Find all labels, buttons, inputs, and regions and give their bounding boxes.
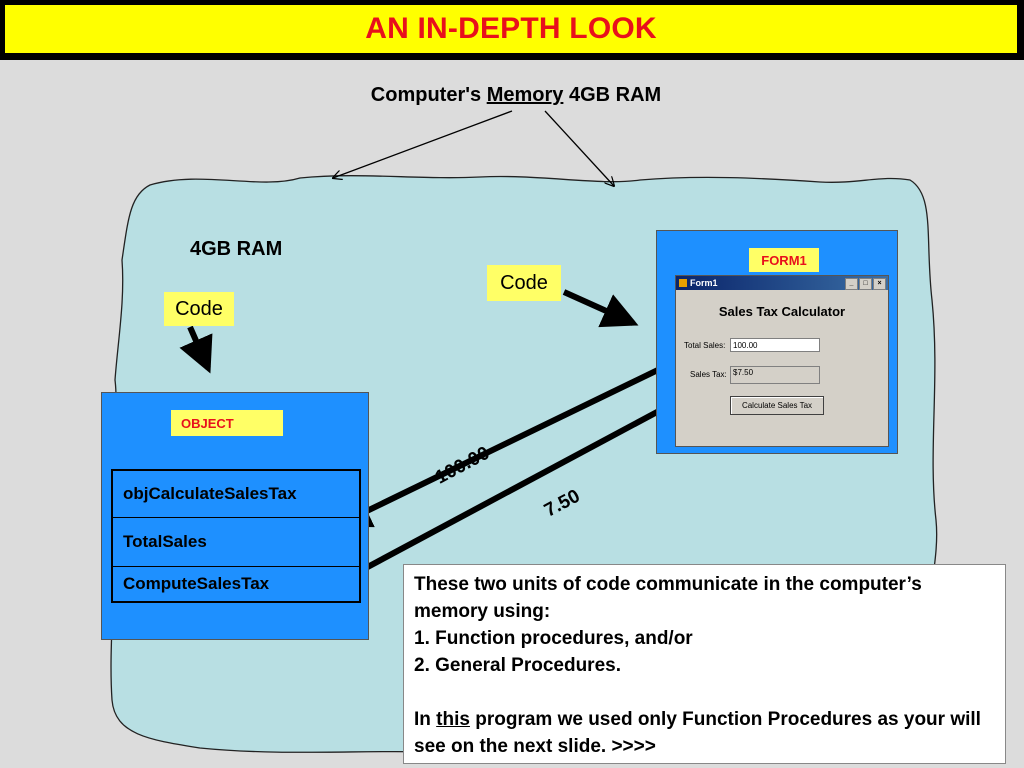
memory-heading: Computer's Memory 4GB RAM <box>0 84 1024 107</box>
maximize-icon[interactable]: □ <box>859 278 872 290</box>
code-arrow-right <box>562 289 639 328</box>
explanation-note: These two units of code communicate in t… <box>403 564 1006 764</box>
note-spacer <box>414 679 995 706</box>
form-window-titlebar: Form1 _ □ × <box>676 276 888 290</box>
memory-heading-underlined: Memory <box>486 84 564 106</box>
form-window: Form1 _ □ × Sales Tax Calculator Total S… <box>675 275 889 447</box>
memory-arrow-left <box>333 110 513 178</box>
ram-label: 4GB RAM <box>190 238 283 260</box>
total-sales-input[interactable]: 100.00 <box>730 338 820 352</box>
sales-tax-output: $7.50 <box>730 366 820 384</box>
memory-heading-prefix: Computer's <box>370 84 482 106</box>
memory-arrow-right <box>544 110 614 186</box>
slide-title: AN IN-DEPTH LOOK <box>365 12 657 45</box>
form-heading: Sales Tax Calculator <box>718 304 846 319</box>
note-line-4: In this program we used only Function Pr… <box>414 706 995 760</box>
calculate-sales-tax-button[interactable]: Calculate Sales Tax <box>730 396 824 415</box>
form-label: FORM1 <box>749 248 819 272</box>
object-row-computesalestax: ComputeSalesTax <box>123 574 270 593</box>
code-label-left: Code <box>164 292 234 326</box>
object-panel: OBJECT objCalculateSalesTax TotalSales C… <box>101 392 369 640</box>
form-app-icon <box>679 279 687 287</box>
note-line-4-suffix: program we used only Function Procedures… <box>414 709 981 757</box>
note-line-4-prefix: In <box>414 709 431 730</box>
object-label: OBJECT <box>171 410 283 436</box>
note-line-3: 2. General Procedures. <box>414 655 621 676</box>
close-icon[interactable]: × <box>873 278 886 290</box>
value-arrow-750 <box>332 386 706 588</box>
object-row-name: objCalculateSalesTax <box>113 471 359 518</box>
form-panel: FORM1 Form1 _ □ × Sales Tax Calculator T… <box>656 230 898 454</box>
note-line-4-underlined: this <box>436 709 470 730</box>
note-line-2: 1. Function procedures, and/or <box>414 628 693 649</box>
object-table: objCalculateSalesTax TotalSales ComputeS… <box>111 469 361 603</box>
object-row-totalsales: TotalSales <box>113 518 359 567</box>
note-line-1: These two units of code communicate in t… <box>414 574 922 622</box>
sales-tax-label: Sales Tax: <box>690 370 727 379</box>
note-line-4-tail: >>>> <box>611 736 656 757</box>
memory-heading-suffix: 4GB RAM <box>568 84 662 106</box>
minimize-icon[interactable]: _ <box>845 278 858 290</box>
code-label-right: Code <box>487 265 561 301</box>
title-banner: AN IN-DEPTH LOOK <box>4 4 1018 54</box>
title-bar: AN IN-DEPTH LOOK <box>0 0 1024 60</box>
total-sales-label: Total Sales: <box>684 341 726 350</box>
value-arrow-100 <box>334 348 699 528</box>
code-arrow-left <box>179 325 213 374</box>
form-window-title: Form1 <box>690 278 718 288</box>
window-controls: _ □ × <box>845 278 886 290</box>
